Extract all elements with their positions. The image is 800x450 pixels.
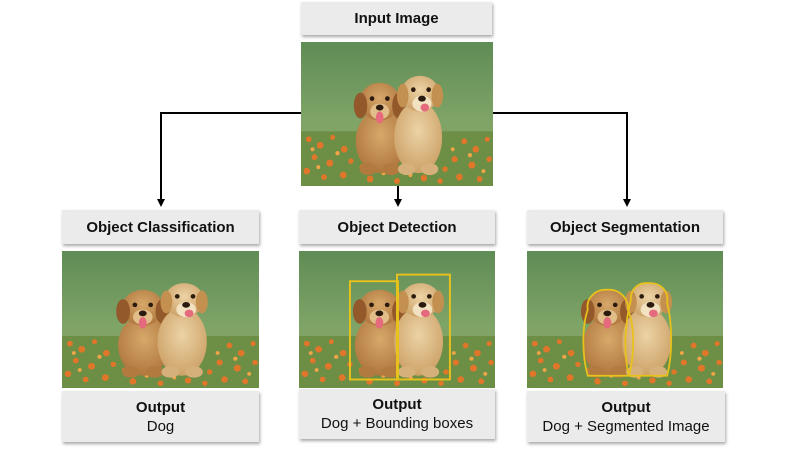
classification-dog-photo <box>62 251 259 388</box>
segmentation-output-text: Dog + Segmented Image <box>542 417 710 435</box>
classification-title: Object Classification <box>62 210 259 244</box>
bounding-box-left-dog <box>348 280 399 381</box>
classification-output-box: Output Dog <box>62 391 259 442</box>
arrow-to-classification <box>157 112 302 207</box>
detection-output-box: Output Dog + Bounding boxes <box>299 389 495 439</box>
detection-output-title: Output <box>372 396 422 413</box>
segmentation-title: Object Segmentation <box>527 210 723 244</box>
detection-output-text: Dog + Bounding boxes <box>320 415 474 432</box>
bounding-box-right-dog <box>396 273 451 381</box>
input-dog-photo <box>301 42 493 186</box>
segmentation-output-box: Output Dog + Segmented Image <box>527 391 725 442</box>
segmentation-dog-photo <box>527 251 723 388</box>
detection-title: Object Detection <box>299 210 495 244</box>
segmentation-output-title: Output <box>601 398 651 416</box>
detection-title-text: Object Detection <box>337 218 457 236</box>
input-image-title: Input Image <box>301 2 492 35</box>
detection-dog-photo <box>299 251 495 388</box>
arrow-to-segmentation <box>493 112 631 207</box>
classification-output-text: Dog <box>146 417 175 435</box>
classification-title-text: Object Classification <box>86 218 235 236</box>
segmentation-title-text: Object Segmentation <box>549 218 701 236</box>
segmentation-outline-right-dog <box>624 282 673 377</box>
input-image-title-text: Input Image <box>354 10 439 27</box>
classification-output-title: Output <box>135 398 186 416</box>
